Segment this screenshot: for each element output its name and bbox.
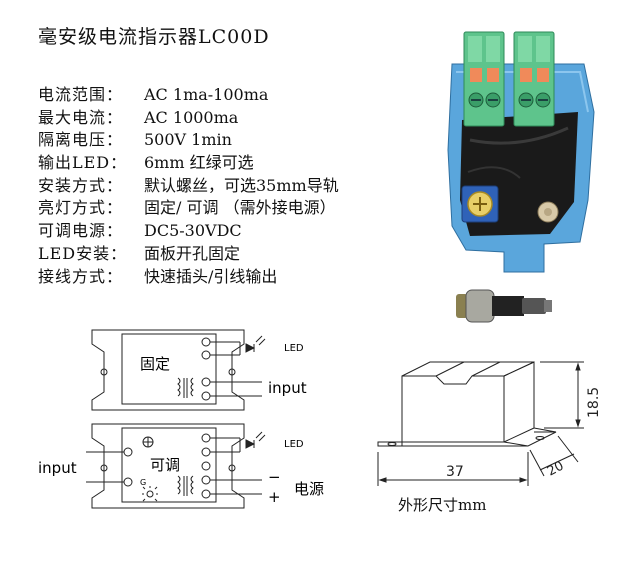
terminal (201, 461, 211, 471)
spec-row: LED安装： 面板开孔固定 (38, 243, 339, 266)
spec-value: AC 1000ma (144, 107, 239, 127)
spec-row: 电流范围： AC 1ma-100ma (38, 84, 339, 107)
terminal (201, 447, 211, 457)
spec-row: 最大电流： AC 1000ma (38, 107, 339, 130)
transformer-symbol (177, 475, 194, 496)
spec-label: 亮灯方式： (38, 198, 124, 218)
module-outline (91, 329, 245, 411)
spec-label: LED安装： (38, 243, 128, 263)
spec-label: 电流范围： (38, 85, 124, 104)
potentiometer (461, 185, 499, 223)
spec-list: 电流范围： AC 1ma-100ma 最大电流： AC 1000ma 隔离电压： 50… (38, 84, 339, 288)
led-symbol (245, 431, 266, 449)
spec-label: 最大电流： (38, 107, 124, 127)
potentiometer-symbol (142, 436, 154, 448)
wiring-diagram-fixed: 固定 LED input (91, 329, 307, 411)
led-label: LED (284, 343, 304, 354)
spec-value: DC5-30VDC (144, 221, 242, 241)
spec-row: 安装方式： 默认螺丝，可选35mm导轨 (38, 175, 339, 198)
transformer-symbol (177, 377, 194, 398)
spec-value: 快速插头/引线输出 (144, 266, 278, 286)
led-label: LED (284, 439, 304, 450)
module-outline (91, 423, 245, 509)
terminal (201, 489, 211, 499)
spec-row: 接线方式： 快速插头/引线输出 (38, 266, 339, 289)
led-indicator-icon (142, 486, 158, 502)
led-holder-photo (456, 289, 552, 323)
spec-label: 输出LED： (38, 153, 128, 173)
dimension-caption: 外形尺寸mm (398, 496, 486, 514)
spec-row: 隔离电压： 500V 1min (38, 129, 339, 152)
adjustable-mode-label: 可调 (150, 456, 180, 474)
terminal (123, 477, 133, 487)
wiring-diagram-adjustable: 可调 G input (38, 423, 324, 509)
spec-value: 默认螺丝，可选35mm导轨 (144, 175, 339, 195)
terminal-block-left (463, 31, 505, 127)
spec-label: 可调电源： (38, 221, 124, 241)
input-label: input (268, 379, 307, 397)
height-dimension-label: 18.5 (586, 387, 602, 418)
spec-row: 输出LED： 6mm 红绿可选 (38, 152, 339, 175)
spec-label: 隔离电压： (38, 130, 124, 150)
terminal (201, 433, 211, 443)
spec-label: 接线方式： (38, 266, 124, 286)
terminal (123, 447, 133, 457)
spec-value: 面板开孔固定 (144, 243, 241, 263)
terminal (201, 391, 211, 401)
power-label: 电源 (294, 480, 324, 498)
g-label: G (140, 478, 146, 487)
terminal (201, 475, 211, 485)
spec-value: 固定/ 可调 （需外接电源） (144, 198, 336, 218)
product-photo (447, 31, 595, 273)
terminal-block-right (513, 31, 555, 127)
spec-row: 可调电源： DC5-30VDC (38, 220, 339, 243)
spec-label: 安装方式： (38, 175, 124, 195)
dimension-lines (377, 361, 584, 486)
terminal (201, 377, 211, 387)
width-dimension-label: 37 (446, 464, 464, 480)
spec-value: 6mm 红绿可选 (144, 153, 254, 173)
terminal (201, 350, 211, 360)
plus-label: + (268, 488, 281, 506)
spec-row: 亮灯方式： 固定/ 可调 （需外接电源） (38, 197, 339, 220)
spec-value: 500V 1min (144, 130, 232, 150)
terminal (201, 337, 211, 347)
minus-label: − (268, 468, 281, 486)
fixed-mode-label: 固定 (140, 355, 170, 373)
spec-value: AC 1ma-100ma (144, 85, 269, 104)
dimension-drawing (377, 361, 557, 447)
page-title: 毫安级电流指示器LC00D (38, 26, 270, 48)
depth-dimension-label: 20 (545, 459, 567, 480)
led-symbol (245, 335, 266, 353)
input-label: input (38, 459, 77, 477)
